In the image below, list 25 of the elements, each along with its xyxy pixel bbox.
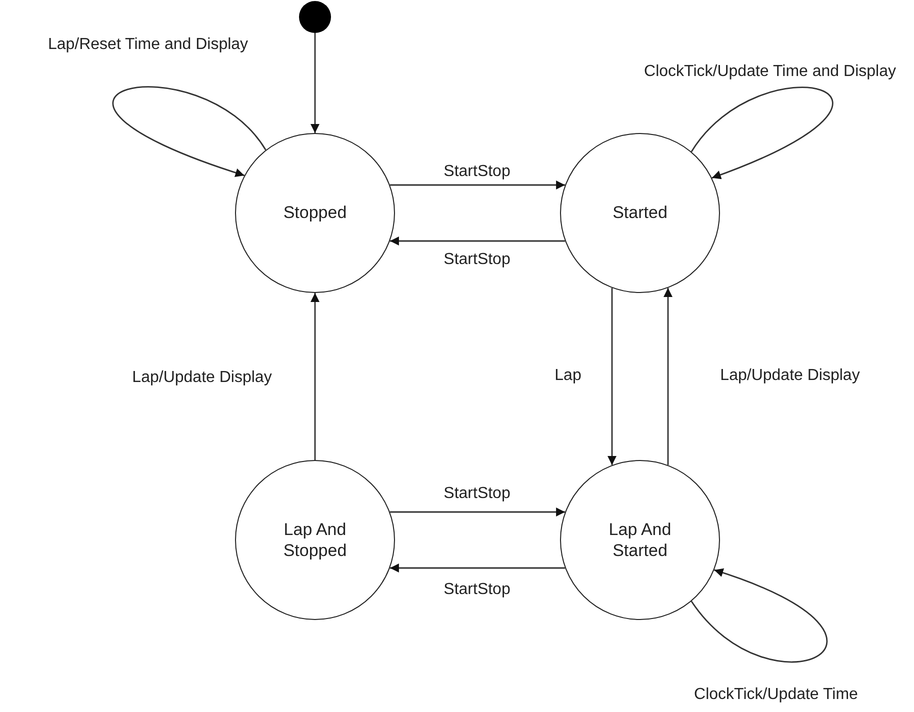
edge-label: ClockTick/Update Time and Display: [642, 63, 898, 81]
edge-label: Lap/Update Display: [718, 367, 862, 385]
edge-label: StartStop: [442, 251, 512, 269]
edge-label: StartStop: [442, 163, 512, 181]
edge-label: Lap: [552, 367, 584, 385]
state-name: Started: [612, 202, 668, 224]
transition-arrow: [690, 86, 833, 179]
transition-arrow: [310, 33, 320, 133]
transition-arrow: [390, 236, 566, 246]
state-name: Lap And Stopped: [282, 518, 348, 562]
transition-arrow: [390, 508, 566, 516]
transition-arrow: [690, 568, 827, 662]
state-name: Lap And Started: [608, 518, 672, 562]
state-name: Stopped: [282, 202, 348, 224]
transition-arrow: [390, 180, 566, 190]
edge-label: ClockTick/Update Time: [692, 686, 860, 704]
transition-arrow: [390, 564, 566, 572]
transition-arrow: [112, 86, 266, 177]
edge-label: StartStop: [442, 485, 512, 503]
transition-arrow: [608, 288, 616, 466]
initial-state-dot: [299, 1, 331, 33]
transition-arrow: [310, 293, 320, 460]
edge-label: StartStop: [442, 581, 512, 599]
transition-arrow: [664, 288, 672, 466]
edge-label: Lap/Update Display: [130, 369, 274, 387]
